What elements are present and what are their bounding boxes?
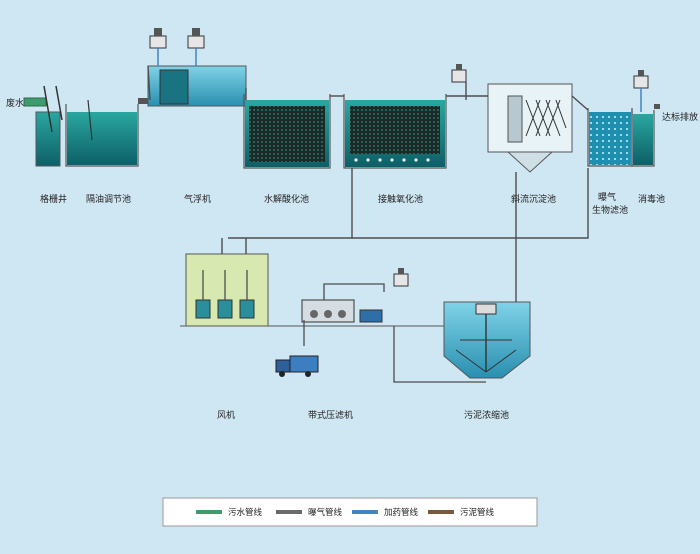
dissolved-air-unit (159, 69, 189, 105)
hydrolysis-media (249, 106, 325, 162)
legend-item: 曝气管线 (276, 507, 343, 518)
label-blower: 风机 (217, 409, 235, 421)
label-baf-line1: 曝气 (598, 191, 616, 203)
contact-oxidation-tank (343, 94, 447, 169)
legend-box (162, 497, 538, 527)
label-equalization-tank: 隔油调节池 (86, 193, 131, 205)
disinfection-tank: 达标排放 (631, 70, 698, 167)
blower-unit-icon (195, 299, 255, 319)
settler-tank (487, 83, 573, 153)
legend-item: 污水管线 (196, 507, 263, 518)
dosing-pump-icon (187, 28, 205, 49)
legend-label: 污泥管线 (460, 507, 495, 518)
baf-media (589, 112, 631, 165)
label-inclined-tube-settler: 斜流沉淀池 (511, 193, 556, 205)
legend-label: 加药管线 (384, 507, 419, 518)
legend-label: 污水管线 (228, 507, 263, 518)
legend-label: 曝气管线 (308, 507, 343, 518)
water-pipes (147, 65, 589, 111)
legend-item: 污泥管线 (428, 507, 495, 518)
label-grid-well: 格栅井 (40, 193, 67, 205)
dosing-pump-icon (633, 70, 649, 89)
sludge-pump (359, 309, 383, 323)
bar-screen (55, 85, 63, 121)
aeration-pipes (221, 168, 589, 318)
unit-labels: 格栅井 隔油调节池 气浮机 水解酸化池 接触氧化池 斜流沉淀池 曝气 生物滤池 … (40, 191, 665, 421)
inlet: 废水 (6, 97, 47, 109)
inlet-label: 废水 (6, 97, 24, 109)
sludge-thickener (393, 301, 531, 383)
air-flotation (147, 28, 247, 107)
lift-pump (138, 98, 150, 104)
aeration-diffusers (354, 158, 430, 162)
bar-screen (43, 85, 53, 133)
equalization-water (67, 112, 137, 165)
truck-icon (275, 355, 319, 377)
biological-aerated-filter (587, 108, 633, 167)
label-belt-filter-press: 带式压滤机 (308, 409, 353, 421)
dosing-pump-icon (393, 268, 409, 287)
legend: 污水管线 曝气管线 加药管线 污泥管线 (162, 497, 538, 527)
label-baf-line2: 生物滤池 (592, 204, 628, 216)
inclined-tube-settler (451, 64, 573, 173)
outlet-label: 达标排放 (662, 111, 698, 123)
label-air-flotation: 气浮机 (184, 193, 211, 205)
oxidation-media (350, 106, 440, 154)
grid-well-tank (35, 111, 61, 167)
dosing-pump-icon (149, 28, 167, 49)
blower-room (185, 253, 269, 327)
equalization-tank (65, 98, 150, 167)
legend-item: 加药管线 (352, 507, 419, 518)
belt-filter-press (301, 268, 409, 346)
grid-well (35, 85, 63, 167)
label-disinfection-tank: 消毒池 (638, 193, 665, 205)
label-sludge-thickener: 污泥浓缩池 (464, 409, 509, 421)
scraper-arms (455, 339, 517, 373)
inlet-pipe (23, 97, 47, 107)
label-contact-oxidation-tank: 接触氧化池 (378, 193, 423, 205)
label-hydrolysis-tank: 水解酸化池 (264, 193, 309, 205)
hydrolysis-tank (243, 94, 331, 169)
dosing-pump-icon (451, 64, 467, 83)
inclined-tubes (525, 99, 567, 137)
sludge-hopper (506, 151, 554, 173)
